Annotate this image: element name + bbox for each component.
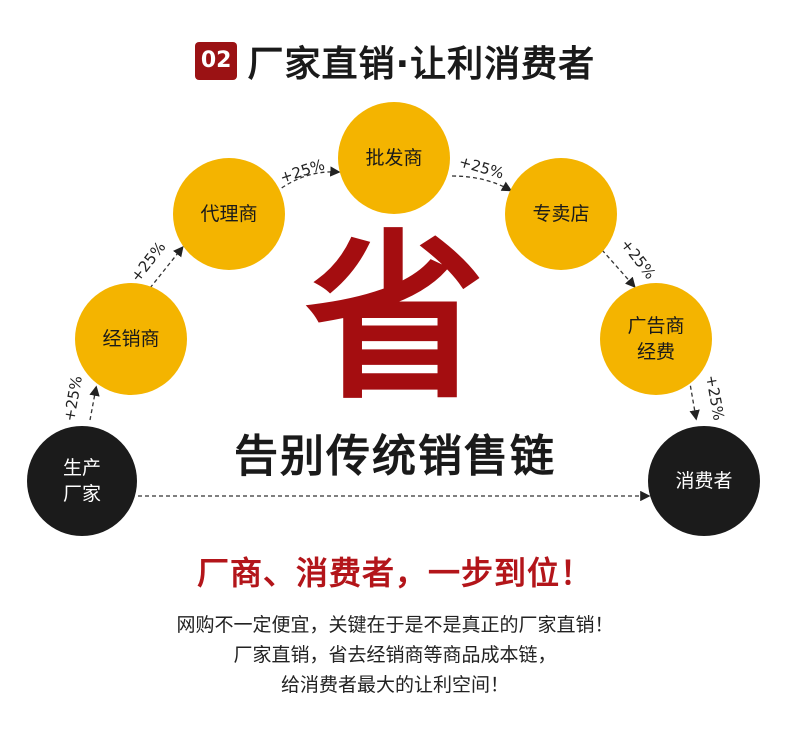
markup-label-2: +25% [127,238,169,285]
page-title: 厂家直销·让利消费者 [247,44,596,85]
node-store: 专卖店 [505,158,617,270]
node-producer: 生产 厂家 [27,426,137,536]
arrow-distributor-agent [149,245,184,289]
markup-label-6: +25% [702,374,728,422]
arrow-wholesaler-store [451,175,513,192]
description-line-2: 厂家直销，省去经销商等商品成本链， [233,644,557,666]
subtitle: 告别传统销售链 [234,431,556,482]
markup-label-4: +25% [457,153,506,183]
save-character: 省 [304,215,485,424]
node-distributor: 经销商 [75,283,187,395]
node-consumer: 消费者 [648,426,760,536]
arrow-store-admerchant [601,249,636,288]
header: 02 厂家直销·让利消费者 [0,36,790,86]
section-badge: 02 [194,42,238,80]
markup-label-5: +25% [617,235,659,282]
node-ad-merchant: 广告商 经费 [600,283,712,395]
description-line-3: 给消费者最大的让利空间！ [280,674,509,696]
markup-label-1: +25% [60,374,86,422]
arrow-producer-distributor [89,385,100,421]
node-wholesaler: 批发商 [338,102,450,214]
node-agent: 代理商 [173,158,285,270]
description-line-1: 网购不一定便宜，关键在于是不是真正的厂家直销！ [176,614,614,636]
markup-label-3: +25% [278,155,327,186]
slogan: 厂商、消费者，一步到位！ [196,554,593,592]
